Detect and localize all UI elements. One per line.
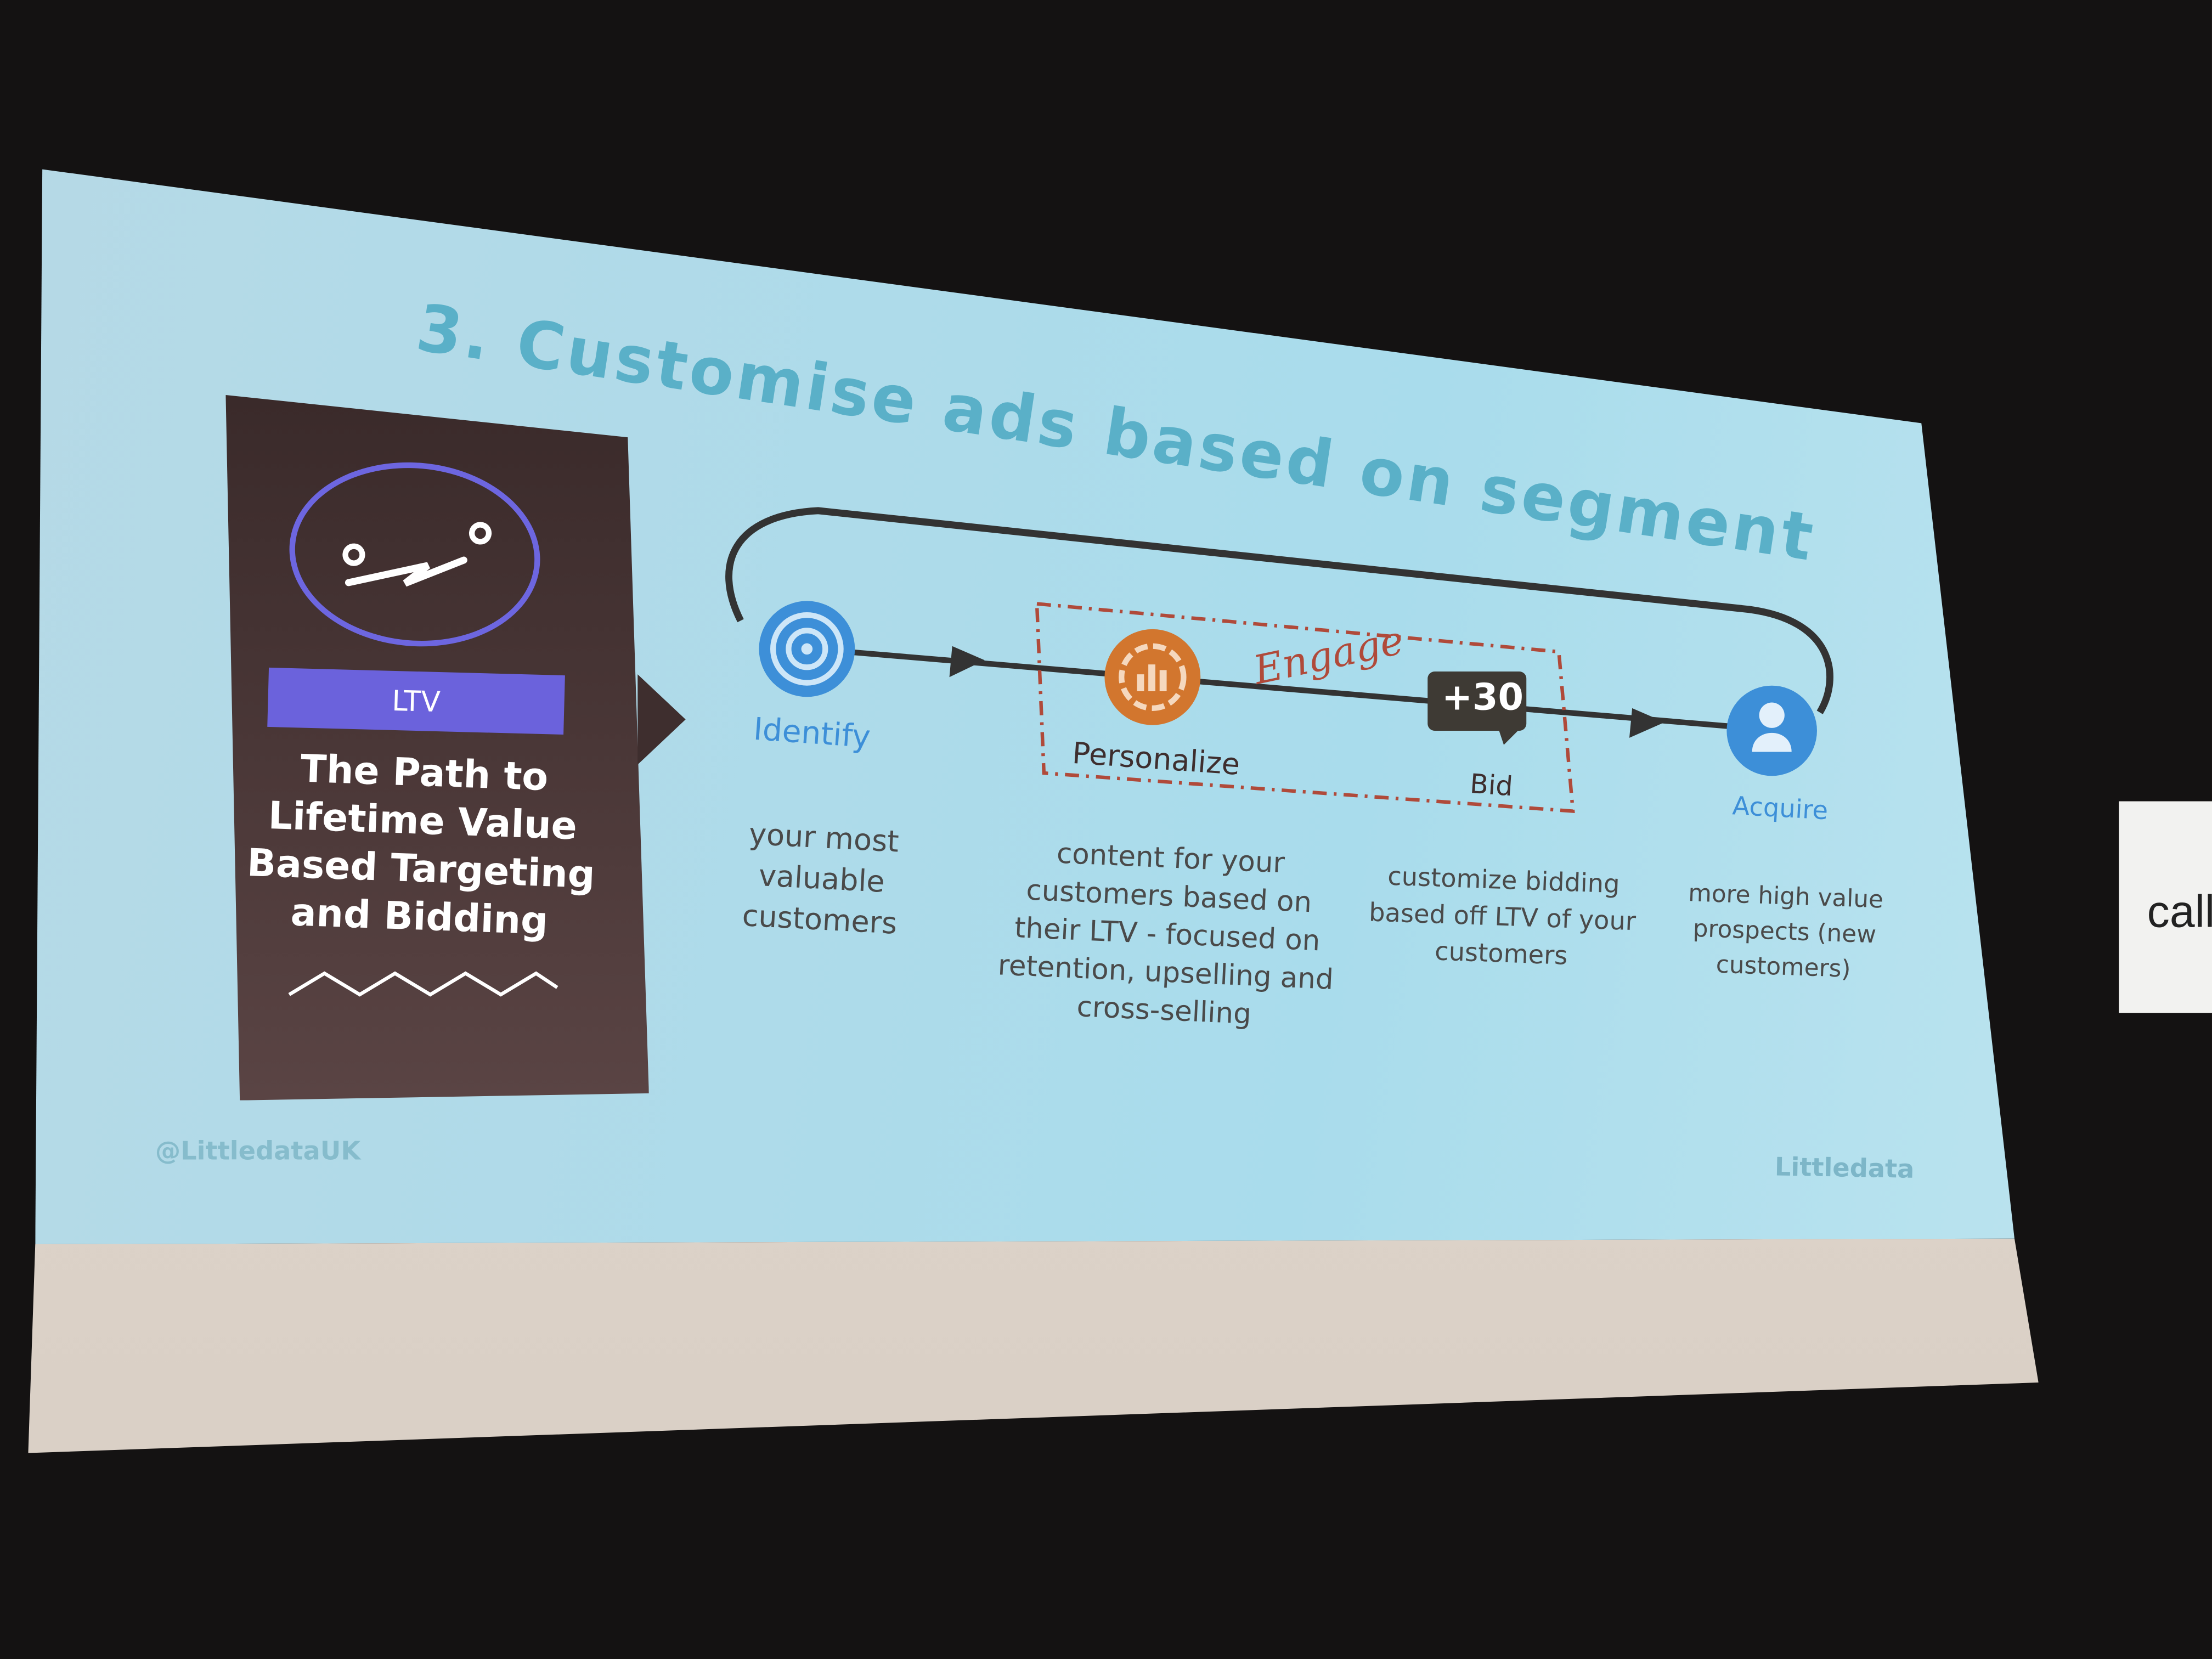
step-bid-description: customize bidding based off LTV of your … <box>1368 862 1637 972</box>
zigzag-decoration <box>288 971 558 997</box>
twitter-handle: @LittledataUK <box>155 1137 361 1167</box>
card-pointer <box>637 674 686 765</box>
speech-badge-icon <box>1427 671 1527 745</box>
wall-sign-text: call <box>2147 885 2212 937</box>
ltv-card <box>225 394 649 1101</box>
step-personalize-description: content for your customers based on thei… <box>997 836 1334 1031</box>
path-icon <box>281 452 548 657</box>
bid-badge-text: +30 <box>1441 677 1524 720</box>
loop-line <box>725 507 1833 714</box>
path-glyph-icon <box>342 522 492 587</box>
user-icon <box>1726 685 1817 776</box>
engage-dashed-box <box>1035 602 1575 814</box>
target-icon <box>759 601 855 697</box>
chart-gear-icon <box>1104 629 1201 725</box>
step-identify-description: your most valuable customers <box>741 817 900 941</box>
arrow-head-1 <box>949 646 985 678</box>
step-acquire-description: more high value prospects (new customers… <box>1688 879 1884 984</box>
flow-line <box>846 648 1750 731</box>
step-acquire-label: Acquire <box>1731 792 1829 827</box>
arrow-head-2 <box>1629 708 1665 738</box>
littledata-logo: Littledata <box>1774 1153 1915 1185</box>
step-bid-label: Bid <box>1469 769 1514 803</box>
wall-sign <box>2119 801 2212 1013</box>
